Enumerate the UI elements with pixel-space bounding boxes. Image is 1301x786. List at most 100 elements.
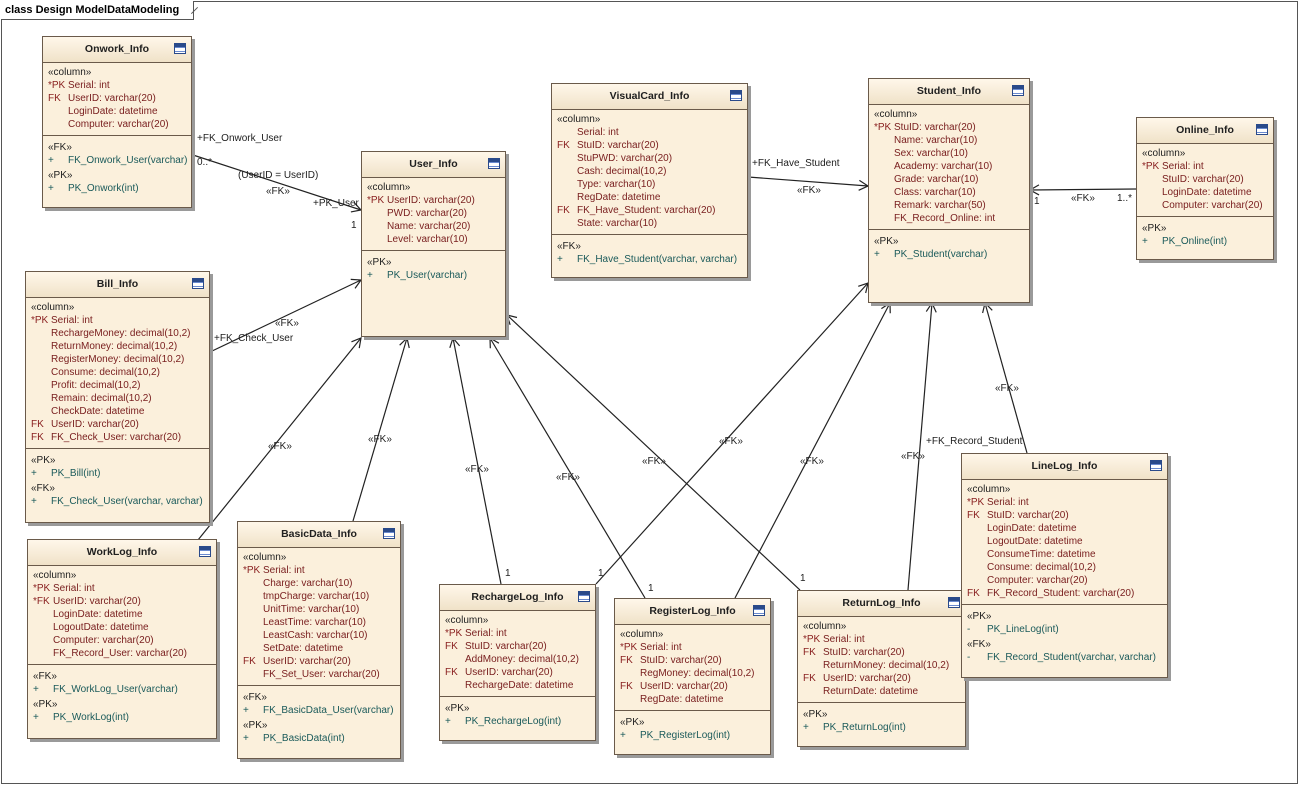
column-row[interactable]: StuID: varchar(20): [1137, 173, 1273, 186]
operation-row[interactable]: +PK_ReturnLog(int): [798, 721, 965, 734]
operation-row[interactable]: +PK_RegisterLog(int): [615, 729, 770, 742]
operation-row[interactable]: +PK_BasicData(int): [238, 732, 400, 745]
column-row[interactable]: FK_Record_User: varchar(20): [28, 647, 216, 660]
column-row[interactable]: Remain: decimal(10,2): [26, 392, 209, 405]
column-row[interactable]: Serial: int: [552, 126, 747, 139]
class-header[interactable]: Onwork_Info: [43, 37, 191, 63]
column-row[interactable]: FK_Record_Online: int: [869, 212, 1029, 225]
column-row[interactable]: Level: varchar(10): [362, 233, 505, 246]
column-row[interactable]: UnitTime: varchar(10): [238, 603, 400, 616]
class-header[interactable]: RegisterLog_Info: [615, 599, 770, 625]
column-row[interactable]: ReturnDate: datetime: [798, 685, 965, 698]
column-row[interactable]: Computer: varchar(20): [1137, 199, 1273, 212]
column-row[interactable]: Grade: varchar(10): [869, 173, 1029, 186]
operation-row[interactable]: +PK_Bill(int): [26, 467, 209, 480]
column-row[interactable]: State: varchar(10): [552, 217, 747, 230]
class-header[interactable]: ReturnLog_Info: [798, 591, 965, 617]
column-row[interactable]: Cash: decimal(10,2): [552, 165, 747, 178]
column-row[interactable]: LeastTime: varchar(10): [238, 616, 400, 629]
operation-row[interactable]: +FK_WorkLog_User(varchar): [28, 683, 216, 696]
column-row[interactable]: Computer: varchar(20): [43, 118, 191, 131]
operation-row[interactable]: +FK_Have_Student(varchar, varchar): [552, 253, 747, 266]
column-row[interactable]: Academy: varchar(10): [869, 160, 1029, 173]
column-row[interactable]: Computer: varchar(20): [962, 574, 1167, 587]
operation-row[interactable]: +PK_Student(varchar): [869, 248, 1029, 261]
column-row[interactable]: FK_Set_User: varchar(20): [238, 668, 400, 681]
class-header[interactable]: Bill_Info: [26, 272, 209, 298]
column-row[interactable]: RegDate: datetime: [615, 693, 770, 706]
class-header[interactable]: BasicData_Info: [238, 522, 400, 548]
column-row[interactable]: Class: varchar(10): [869, 186, 1029, 199]
column-row[interactable]: LogoutDate: datetime: [962, 535, 1167, 548]
column-row[interactable]: SetDate: datetime: [238, 642, 400, 655]
column-row[interactable]: LeastCash: varchar(10): [238, 629, 400, 642]
column-row[interactable]: RegDate: datetime: [552, 191, 747, 204]
column-row[interactable]: LoginDate: datetime: [1137, 186, 1273, 199]
column-row[interactable]: Name: varchar(10): [869, 134, 1029, 147]
column-row[interactable]: Computer: varchar(20): [28, 634, 216, 647]
column-row[interactable]: Remark: varchar(50): [869, 199, 1029, 212]
operation-row[interactable]: +PK_RechargeLog(int): [440, 715, 595, 728]
operation-row[interactable]: +FK_Onwork_User(varchar): [43, 154, 191, 167]
class-header[interactable]: WorkLog_Info: [28, 540, 216, 566]
class-header[interactable]: RechargeLog_Info: [440, 585, 595, 611]
operation-row[interactable]: -PK_LineLog(int): [962, 623, 1167, 636]
class-header[interactable]: LineLog_Info: [962, 454, 1167, 480]
column-row[interactable]: Consume: decimal(10,2): [962, 561, 1167, 574]
operation-row[interactable]: +PK_WorkLog(int): [28, 711, 216, 724]
column-row[interactable]: RechargeDate: datetime: [440, 679, 595, 692]
column-row[interactable]: Profit: decimal(10,2): [26, 379, 209, 392]
operation-row[interactable]: +PK_Onwork(int): [43, 182, 191, 195]
column-row[interactable]: Type: varchar(10): [552, 178, 747, 191]
column-row[interactable]: ReturnMoney: decimal(10,2): [26, 340, 209, 353]
column-row[interactable]: RegMoney: decimal(10,2): [615, 667, 770, 680]
operation-row[interactable]: +FK_BasicData_User(varchar): [238, 704, 400, 717]
class-header[interactable]: Online_Info: [1137, 118, 1273, 144]
operation-row[interactable]: -FK_Record_Student(varchar, varchar): [962, 651, 1167, 664]
column-row[interactable]: RechargeMoney: decimal(10,2): [26, 327, 209, 340]
class-header[interactable]: Student_Info: [869, 79, 1029, 105]
column-row[interactable]: ReturnMoney: decimal(10,2): [798, 659, 965, 672]
column-row[interactable]: AddMoney: decimal(10,2): [440, 653, 595, 666]
column-row[interactable]: Charge: varchar(10): [238, 577, 400, 590]
column-row[interactable]: Sex: varchar(10): [869, 147, 1029, 160]
column-row[interactable]: StuPWD: varchar(20): [552, 152, 747, 165]
class-header[interactable]: VisualCard_Info: [552, 84, 747, 110]
column-row[interactable]: LoginDate: datetime: [43, 105, 191, 118]
column-row[interactable]: Name: varchar(20): [362, 220, 505, 233]
column-row[interactable]: LoginDate: datetime: [28, 608, 216, 621]
